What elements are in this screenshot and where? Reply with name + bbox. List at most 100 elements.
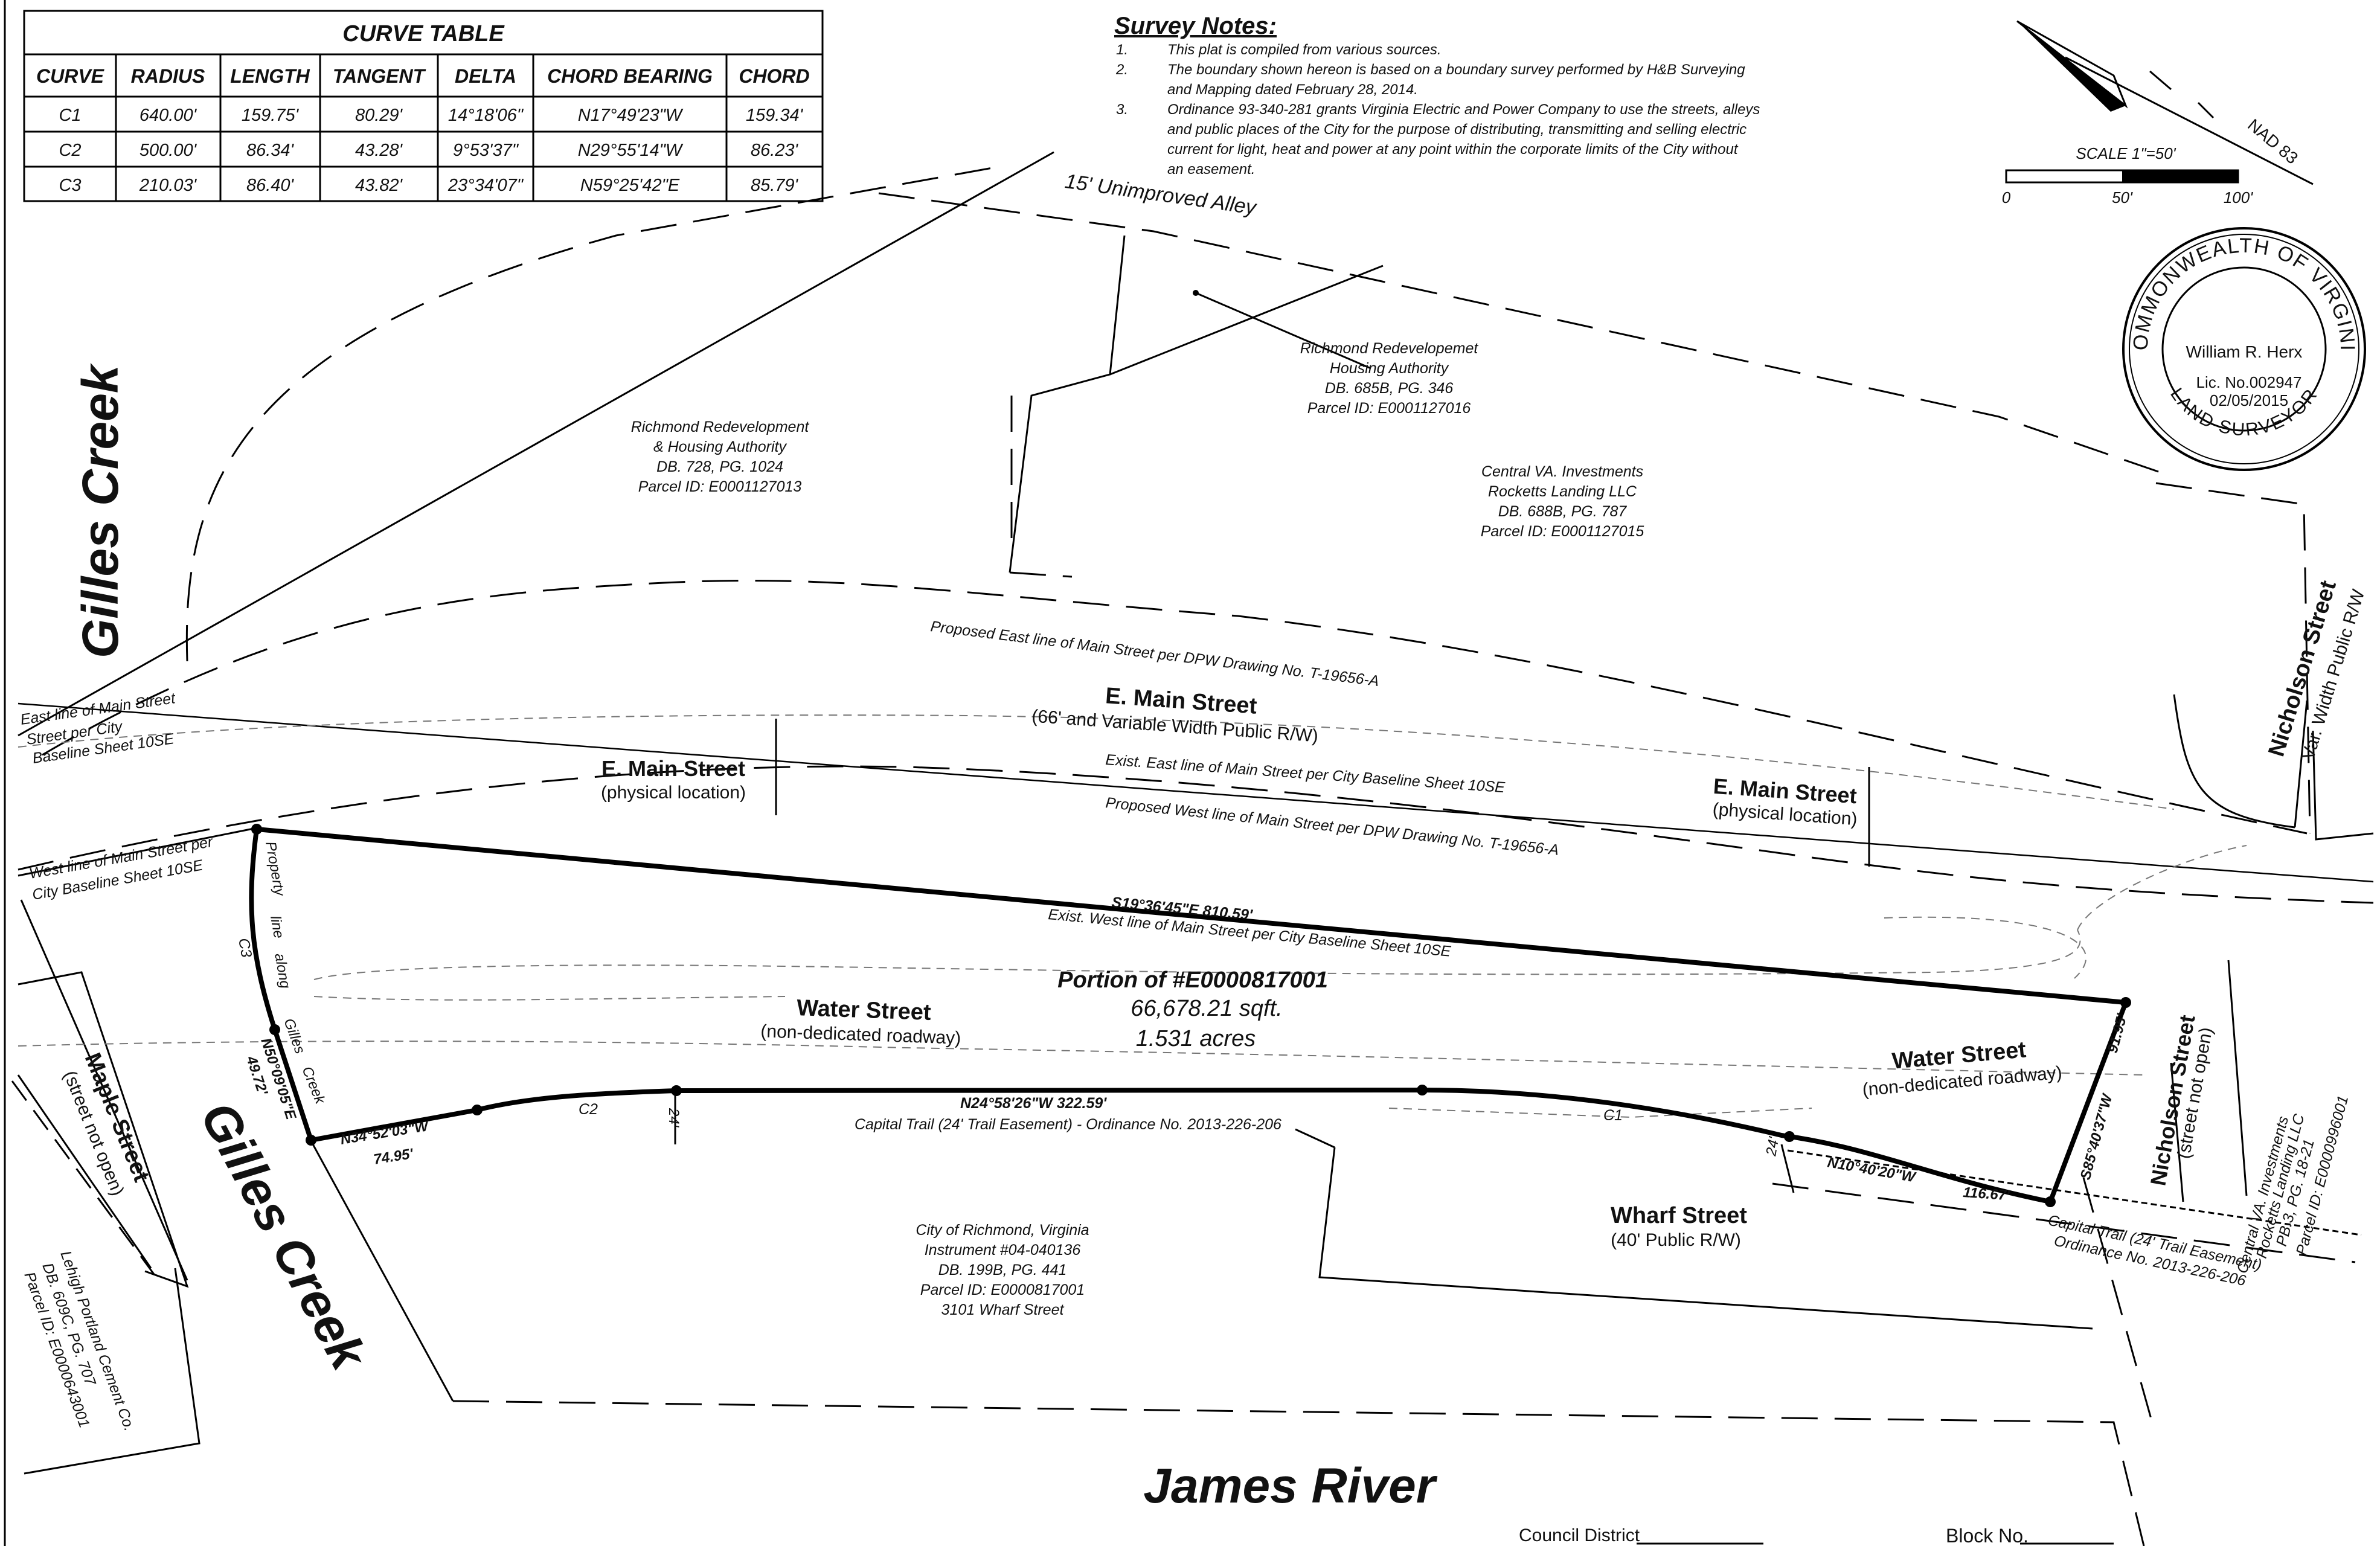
wharf-street-sub: (40' Public R/W) [1611,1230,1741,1250]
trail-width-left: 24' [666,1108,682,1128]
curve-table-cell: 14°18'06" [448,106,524,125]
svg-text:Gilles: Gilles [280,1016,308,1056]
seal-date: 02/05/2015 [2210,391,2288,409]
curve-table-header: TANGENT [333,65,426,87]
seal-license: Lic. No.002947 [2196,373,2302,391]
wharf-street: Wharf Street [1611,1203,1747,1228]
scale-tick-0: 0 [2002,188,2011,207]
emain-phys-left-sub: (physical location) [601,783,746,803]
note-line: an easement. [1167,161,1255,178]
svg-text:Instrument #04-040136: Instrument #04-040136 [925,1242,1081,1259]
svg-text:City of Richmond, Virginia: City of Richmond, Virginia [916,1222,1089,1239]
area-sqft: 66,678.21 sqft. [1131,996,1282,1021]
curve-table-cell: N59°25'42"E [580,176,680,195]
svg-text:Property: Property [262,840,288,898]
curve-table-header: CHORD BEARING [547,65,713,87]
water-street-right-sub: (non-dedicated roadway) [1861,1063,2062,1100]
curve-table-cell: C3 [59,176,81,195]
curve-table-cell: 159.75' [242,106,300,125]
linework [11,151,2374,1546]
curve-table-cell: 640.00' [140,106,197,125]
svg-text:& Housing Authority: & Housing Authority [653,438,787,455]
c1-label: C1 [1603,1107,1623,1124]
capital-trail-right-label: Capital Trail (24' Trail Easement) Ordin… [2047,1211,2263,1289]
svg-text:DB. 688B, PG. 787: DB. 688B, PG. 787 [1498,503,1628,520]
curve-table-cell: N17°49'23"W [578,106,684,125]
note-line: This plat is compiled from various sourc… [1167,42,1442,58]
svg-text:DB. 728, PG. 1024: DB. 728, PG. 1024 [656,458,783,475]
note-line: current for light, heat and power at any… [1167,141,1739,158]
proposed-east-line-label: Proposed East line of Main Street per DP… [929,618,1380,690]
scale-title: SCALE 1"=50' [2076,144,2176,162]
water-street-left: Water Street [797,995,932,1025]
nad-83-label: NAD 83 [2244,115,2301,168]
curve-table-cell: N29°55'14"W [578,141,684,160]
council-district-label: Council District [1519,1525,1640,1545]
curve-table-cell: 43.28' [355,141,403,160]
west-line-city-label: West line of Main Street per City Baseli… [28,833,215,903]
james-river: James River [1143,1458,1437,1513]
curve-table-cell: 210.03' [139,176,197,195]
rrha1-parcel: Richmond Redevelopment & Housing Authori… [631,419,810,495]
water-street-left-sub: (non-dedicated roadway) [760,1021,961,1048]
survey-notes: Survey Notes: 1. This plat is compiled fr… [1114,13,1760,178]
note-line: and Mapping dated February 28, 2014. [1167,82,1418,98]
curve-table-header: CHORD [739,65,809,87]
curve-table-header: DELTA [455,65,516,87]
n34-distance: 74.95' [373,1146,415,1168]
gilles-creek-top: Gilles Creek [72,362,129,658]
svg-text:Richmond Redevelopment: Richmond Redevelopment [631,419,810,435]
curve-table-cell: 85.79' [751,176,799,195]
n10-distance: 116.67' [1963,1184,2011,1204]
seal-name: William R. Herx [2186,342,2303,361]
c2-label: C2 [579,1101,598,1118]
curve-table-cell: 86.23' [751,141,799,160]
scale-tick-100: 100' [2224,188,2253,207]
n10-bearing: N10°40'20"W [1826,1154,1918,1185]
s85-distance: 91.95' [2105,1012,2131,1055]
curve-table-cell: 86.34' [246,141,295,160]
portion-label: Portion of #E0000817001 [1057,967,1328,993]
svg-text:Creek: Creek [298,1064,329,1107]
curve-table-cell: 159.34' [746,106,804,125]
svg-text:Rocketts Landing LLC: Rocketts Landing LLC [1488,483,1637,500]
curve-table-cell: 86.40' [246,176,295,195]
emain-phys-left: E. Main Street [601,756,745,781]
scale-bar: SCALE 1"=50' 0 50' 100' [2002,144,2253,207]
curve-table-header: CURVE [36,65,105,87]
curve-table-header: LENGTH [230,65,310,87]
curve-table-cell: 500.00' [140,141,197,160]
scale-tick-50: 50' [2112,188,2133,207]
east-line-city-label: East line of Main Street Street per City… [19,690,177,767]
curve-table-title: CURVE TABLE [342,21,505,47]
svg-text:Central VA. Investments: Central VA. Investments [1481,463,1643,480]
note-number: 1. [1116,42,1128,58]
cva2-parcel: Central VA. Investments Rocketts Landing… [2234,1094,2352,1275]
trail-width-right: 24' [1763,1135,1782,1158]
svg-text:Parcel ID: E0001127013: Parcel ID: E0001127013 [638,478,802,495]
area-acres: 1.531 acres [1136,1026,1256,1051]
note-number: 3. [1116,101,1128,118]
c3-label: C3 [235,937,255,958]
note-line: and public places of the City for the pu… [1167,121,1747,138]
curve-table-cell: C2 [59,141,81,160]
svg-text:Richmond Redevelopemet: Richmond Redevelopemet [1300,340,1479,357]
note-line: The boundary shown hereon is based on a … [1167,62,1745,78]
svg-text:line: line [267,914,287,939]
proposed-west-line-label: Proposed West line of Main Street per DP… [1105,794,1559,859]
curve-table-cell: 80.29' [355,106,403,125]
n34-bearing: N34°52'03"W [339,1118,431,1148]
svg-text:Parcel ID: E0000817001: Parcel ID: E0000817001 [920,1281,1085,1298]
curve-table-cell: 9°53'37" [453,141,519,160]
svg-text:Parcel ID: E0001127015: Parcel ID: E0001127015 [1481,523,1644,540]
note-number: 2. [1115,62,1128,78]
lehigh-parcel: Lehigh Portland Cement Co. DB. 609C, PG.… [21,1248,138,1433]
survey-notes-title: Survey Notes: [1114,13,1277,39]
note-line: Ordinance 93-340-281 grants Virginia Ele… [1167,101,1760,118]
svg-text:DB. 685B, PG. 346: DB. 685B, PG. 346 [1325,380,1454,397]
cva1-parcel: Central VA. Investments Rocketts Landing… [1481,463,1644,540]
svg-text:Housing Authority: Housing Authority [1330,360,1449,377]
